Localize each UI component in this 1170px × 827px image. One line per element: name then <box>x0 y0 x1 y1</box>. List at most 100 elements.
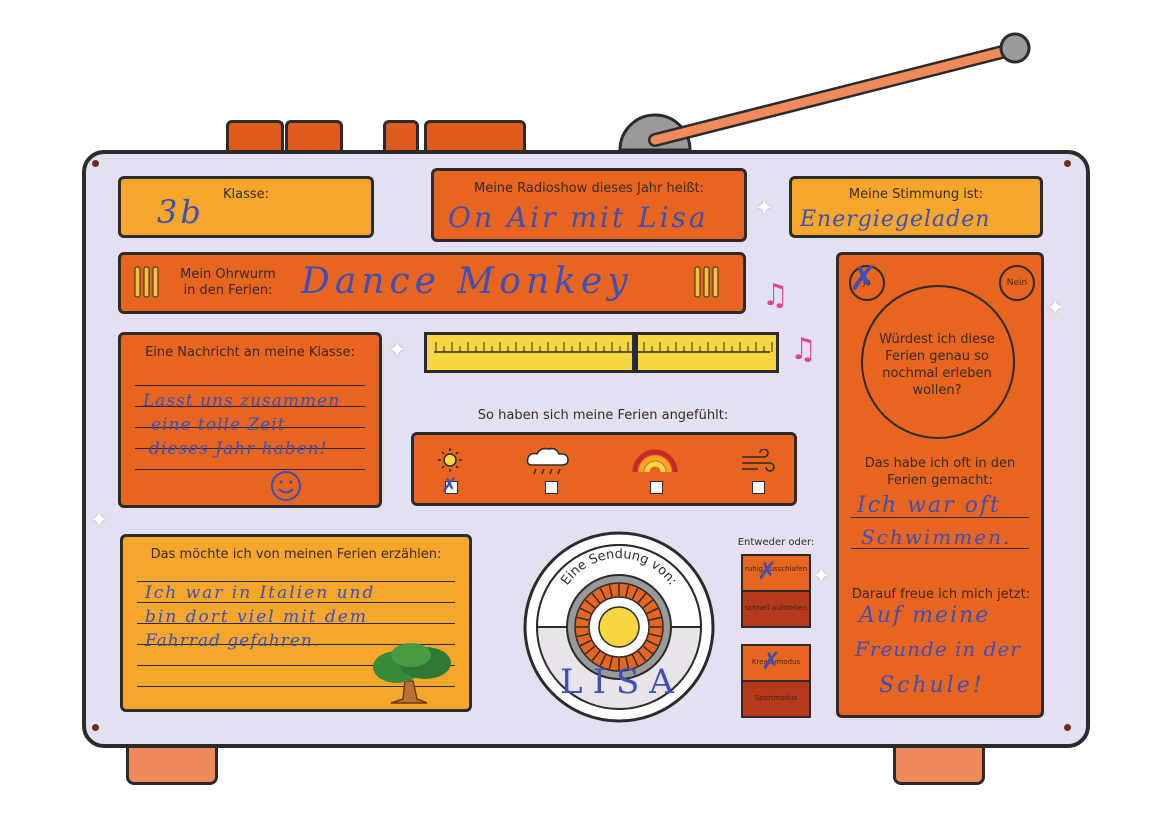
question-text: Würdest ich diese Ferien genau so nochma… <box>879 332 995 398</box>
dial-segment <box>649 633 662 638</box>
dial-segment <box>584 599 596 609</box>
sendung-dial[interactable]: Eine Sendung von: <box>522 530 716 724</box>
dial-segment <box>631 654 639 667</box>
dial-segment <box>599 654 607 667</box>
right-panel: Ja ✗ Nein Würdest ich diese Ferien genau… <box>836 252 1044 718</box>
nachricht-line-3[interactable]: dieses Jahr haben! <box>149 439 328 459</box>
antenna <box>618 32 1031 152</box>
dial-segment <box>637 592 647 604</box>
dial-segment <box>576 616 589 621</box>
dial-segment <box>637 650 647 662</box>
sun-check-mark: ✗ <box>441 473 458 497</box>
erzaehlen-line-3[interactable]: Fahrrad gefahren. <box>145 631 320 651</box>
dial-segment <box>625 657 630 670</box>
cross-mark-icon: ✗ <box>761 647 782 675</box>
gefuehlt-box: ✗ <box>411 432 797 506</box>
rainbow-checkbox[interactable] <box>650 481 663 494</box>
nein-label: Nein <box>1006 278 1028 288</box>
freue-line-1[interactable]: Auf meine <box>859 603 991 628</box>
smiley-icon <box>271 471 301 501</box>
sendung-value[interactable]: LISA <box>560 662 684 702</box>
wind-icon <box>742 449 775 472</box>
gefuehlt-label: So haben sich meine Ferien angefühlt: <box>477 408 729 423</box>
sun-icon <box>438 448 462 472</box>
dial-segment <box>608 584 613 597</box>
dial-segment <box>642 599 654 609</box>
sparkle-icon: ✦ <box>90 508 109 533</box>
freue-label: Darauf freue ich mich jetzt: <box>851 587 1031 602</box>
oft-line-2[interactable]: Schwimmen. <box>861 525 1012 549</box>
dial-segment <box>646 607 659 615</box>
klasse-label: Klasse: <box>222 187 270 202</box>
speaker-grille-icon <box>134 266 159 298</box>
erzaehlen-label: Das möchte ich von meinen Ferien erzähle… <box>150 547 442 562</box>
dial-segment <box>599 587 607 600</box>
tuner-scale[interactable] <box>424 332 780 374</box>
rainbow-icon <box>632 449 678 473</box>
ohrwurm-value[interactable]: Dance Monkey <box>301 261 633 302</box>
screw <box>92 160 99 167</box>
oft-label: Das habe ich oft in den Ferien gemacht: <box>864 456 1016 488</box>
music-note-icon: ♫ <box>762 278 789 313</box>
option-bottom-1[interactable]: schnell aufstehen <box>743 592 809 626</box>
option-top-1[interactable]: ruhig ausschlafen ✗ <box>743 556 809 592</box>
dial-segment <box>649 616 662 621</box>
freue-line-3[interactable]: Schule! <box>879 673 985 698</box>
sparkle-icon: ✦ <box>755 196 774 221</box>
ohrwurm-label: Mein Ohrwurm in den Ferien: <box>173 267 283 299</box>
erzaehlen-line-1[interactable]: Ich war in Italien und <box>145 583 376 603</box>
ja-button[interactable]: Ja <box>849 265 885 301</box>
stimmung-label: Meine Stimmung ist: <box>848 187 984 202</box>
entweder-pair-2: Kreativmodus ✗ Sportmodus <box>741 644 811 718</box>
radioshow-box: Meine Radioshow dieses Jahr heißt: On Ai… <box>431 168 747 242</box>
nachricht-label: Eine Nachricht an meine Klasse: <box>145 345 355 360</box>
ja-label: Ja <box>862 278 872 288</box>
rain-cloud-icon <box>526 447 569 475</box>
dial-segment <box>608 657 613 670</box>
radioshow-value[interactable]: On Air mit Lisa <box>448 201 709 234</box>
erzaehlen-box: Das möchte ich von meinen Ferien erzähle… <box>120 534 472 712</box>
screw <box>1064 160 1071 167</box>
speaker-grille-icon <box>694 266 719 298</box>
dial-segment <box>576 633 589 638</box>
option-bottom-1-label: schnell aufstehen <box>745 604 807 612</box>
dial-segment <box>579 639 592 647</box>
music-note-icon: ♫ <box>790 332 817 367</box>
rain-checkbox[interactable] <box>545 481 558 494</box>
option-top-2[interactable]: Kreativmodus ✗ <box>743 646 809 682</box>
ja-cross-icon: ✗ <box>849 259 878 299</box>
dial-segment <box>646 639 659 647</box>
nein-button[interactable]: Nein <box>999 265 1035 301</box>
entweder-pair-1: ruhig ausschlafen ✗ schnell aufstehen <box>741 554 811 628</box>
option-top-1-label: ruhig ausschlafen <box>744 565 808 573</box>
oft-line-1[interactable]: Ich war oft <box>857 493 1001 518</box>
question-circle <box>861 285 1015 439</box>
klasse-value[interactable]: 3b <box>157 193 204 231</box>
ohrwurm-label-line2: in den Ferien: <box>183 283 273 298</box>
dial-segment <box>584 645 596 655</box>
tree-icon <box>373 643 451 704</box>
wind-checkbox[interactable] <box>752 481 765 494</box>
dial-segment <box>625 584 630 597</box>
nachricht-line-1[interactable]: Lasst uns zusammen <box>143 391 341 411</box>
option-bottom-2[interactable]: Sportmodus <box>743 682 809 716</box>
sparkle-icon: ✦ <box>812 564 831 589</box>
cross-mark-icon: ✗ <box>757 557 778 585</box>
klasse-box: Klasse: 3b <box>118 176 374 238</box>
sun-checkbox[interactable] <box>445 481 458 494</box>
dial-segment <box>579 607 592 615</box>
sparkle-icon: ✦ <box>1046 296 1065 321</box>
ohrwurm-box: Mein Ohrwurm in den Ferien: Dance Monkey <box>118 252 746 314</box>
dial-segment <box>642 645 654 655</box>
ohrwurm-label-line1: Mein Ohrwurm <box>180 267 276 282</box>
freue-line-2[interactable]: Freunde in der <box>855 637 1021 661</box>
nachricht-line-2[interactable]: eine tolle Zeit <box>151 415 286 435</box>
nachricht-box: Eine Nachricht an meine Klasse: Lasst un… <box>118 332 382 508</box>
dial-segment <box>591 592 601 604</box>
erzaehlen-line-2[interactable]: bin dort viel mit dem <box>145 607 368 627</box>
option-bottom-2-label: Sportmodus <box>754 694 798 702</box>
screw <box>92 724 99 731</box>
dial-segment <box>591 650 601 662</box>
sparkle-icon: ✦ <box>388 338 407 363</box>
stimmung-value[interactable]: Energiegeladen <box>800 207 991 232</box>
